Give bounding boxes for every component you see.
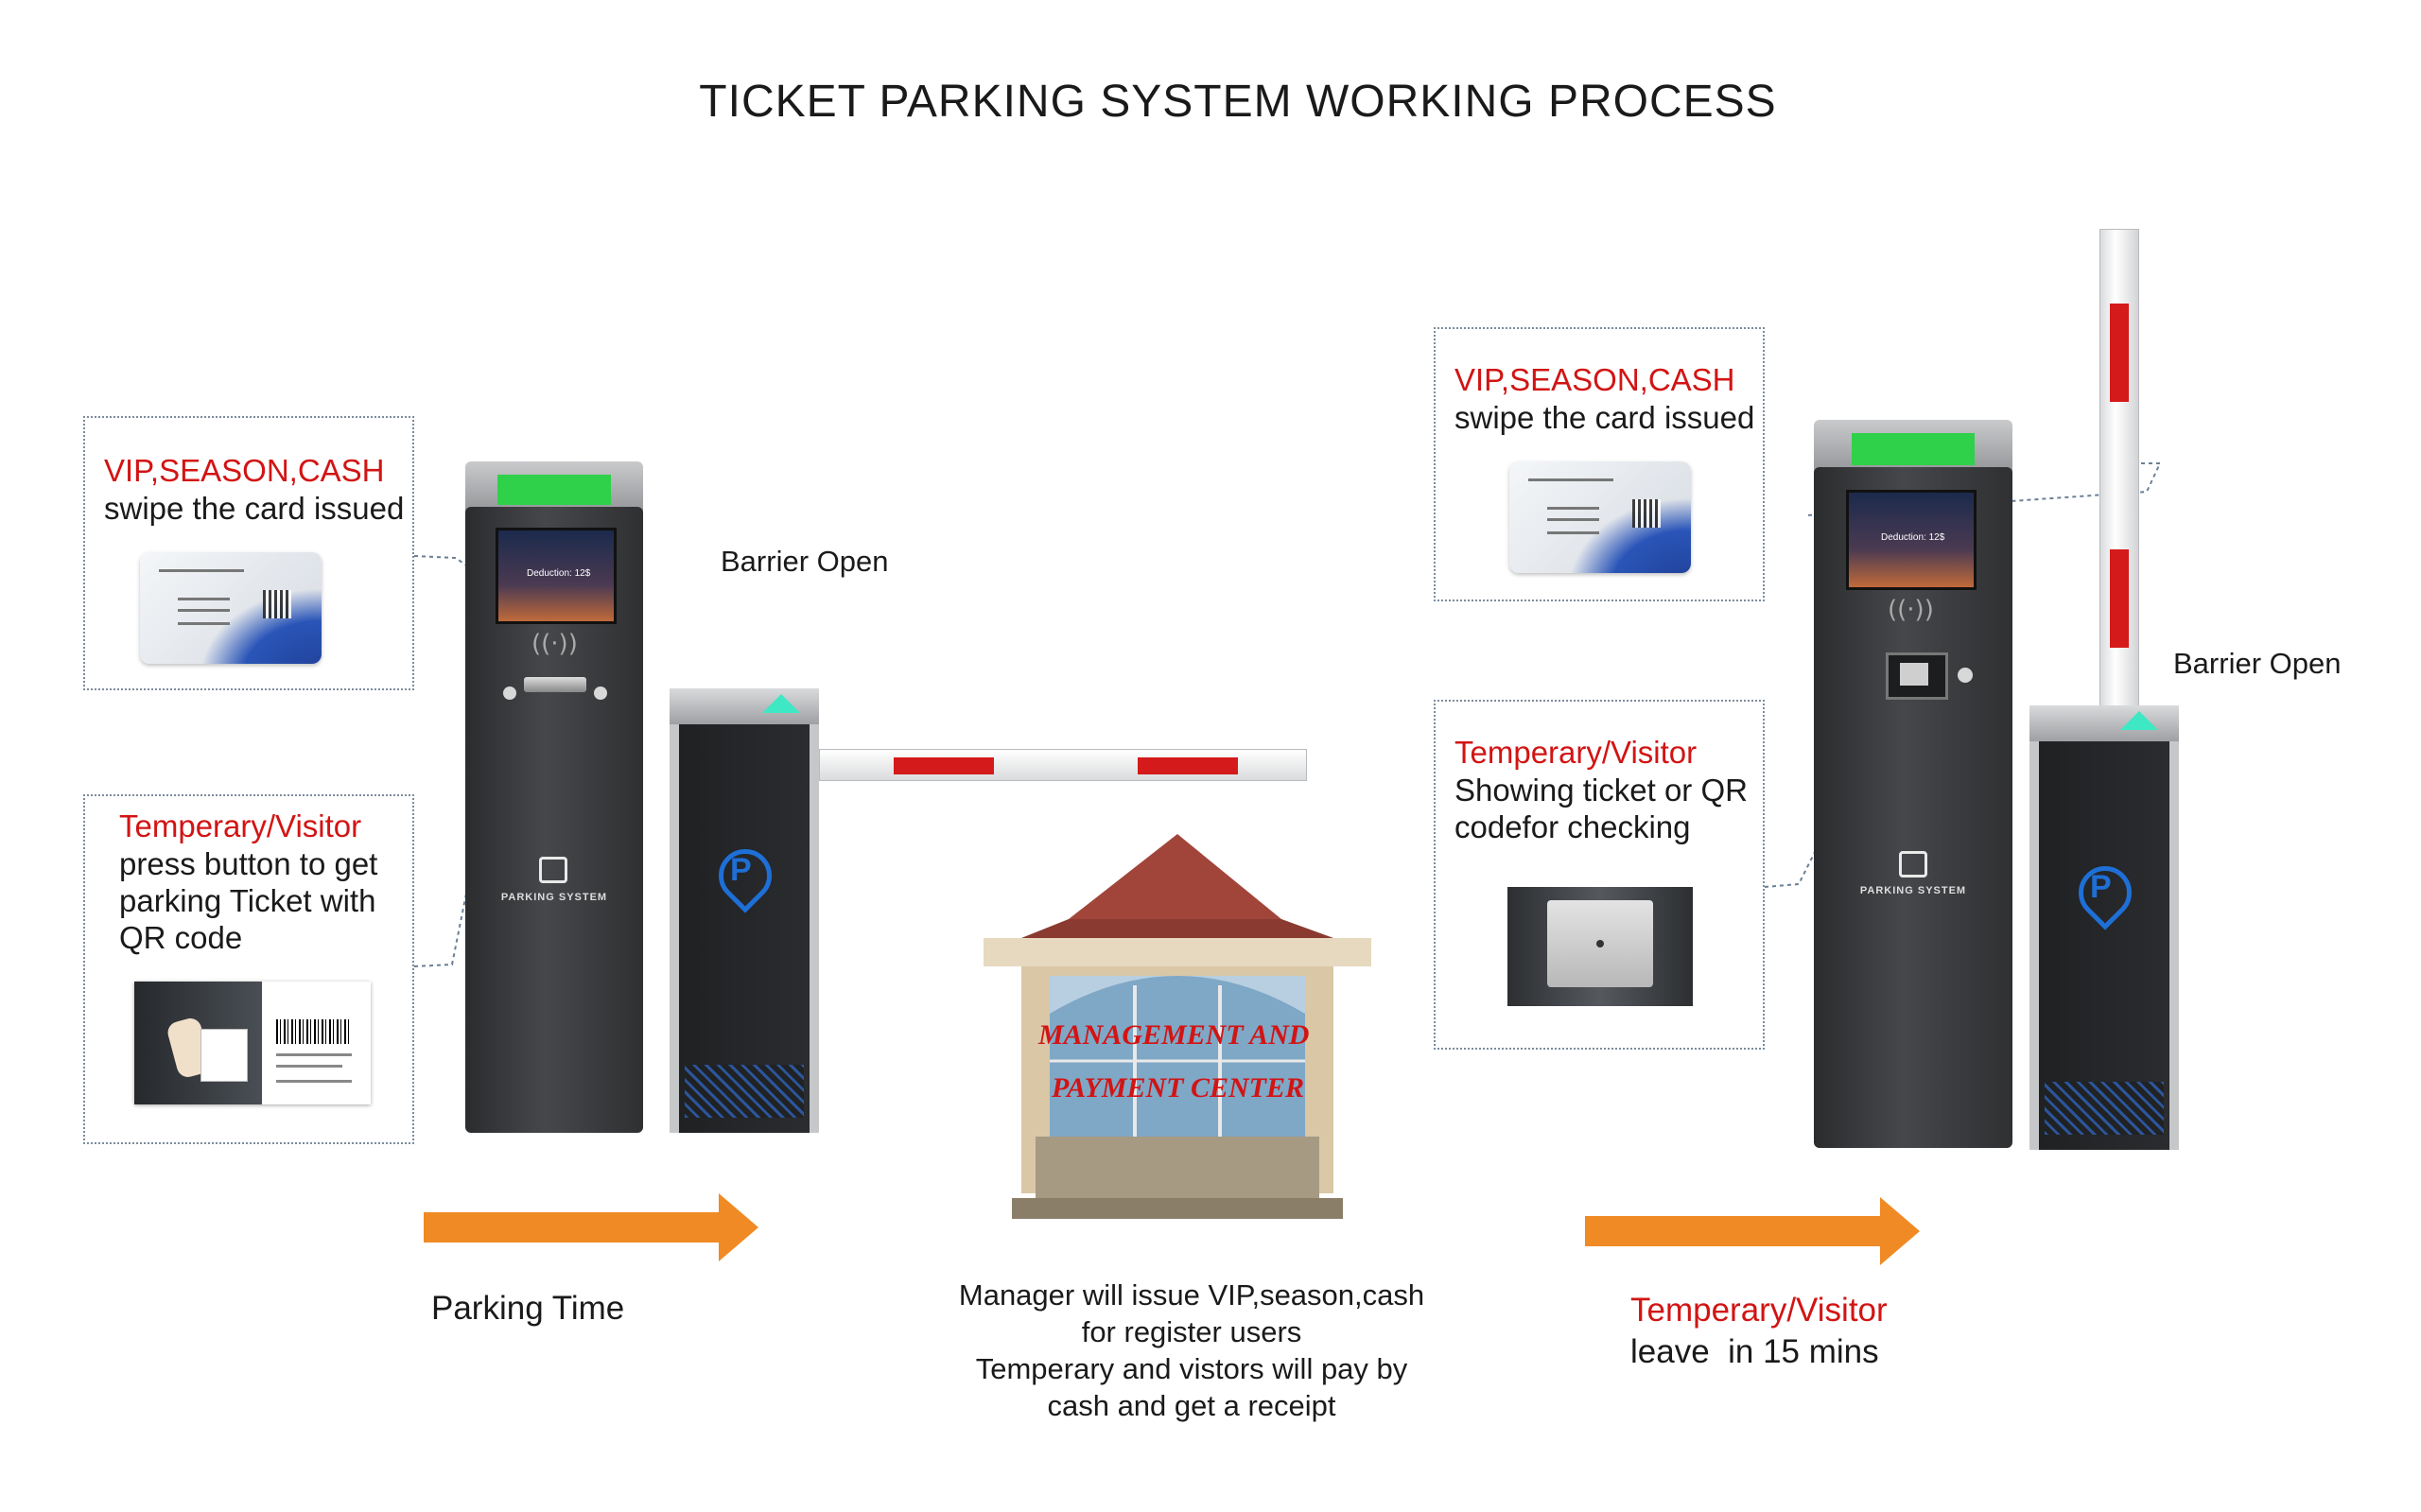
entry-visitor-heading: Temperary/Visitor (119, 808, 362, 843)
booth-sign-line-1: MANAGEMENT AND (1038, 1019, 1310, 1051)
ticket-photo (134, 982, 371, 1104)
exit-barrier-label: Barrier Open (2173, 647, 2342, 680)
exit-card-text: swipe the card issued (1454, 400, 1755, 435)
exit-kiosk-brand: PARKING SYSTEM (1859, 885, 1967, 896)
entry-visitor-panel: Temperary/Visitor press button to get pa… (83, 794, 414, 1144)
exit-visitor-heading: Temperary/Visitor (1454, 735, 1698, 770)
entry-gate-up-arrow (762, 694, 800, 713)
exit-ticket-kiosk: Deduction: 12$ ((·)) PARKING SYSTEM (1814, 420, 2012, 1148)
exit-arrow (1585, 1197, 1920, 1265)
exit-visitor-panel: Temperary/Visitor Showing ticket or QR c… (1434, 700, 1765, 1050)
entry-visitor-line-2: parking Ticket with (119, 883, 376, 918)
exit-gate-up-arrow (2120, 711, 2158, 730)
exit-led-display (1852, 433, 1975, 465)
entry-ticket-slot[interactable] (524, 677, 586, 692)
center-line-3: Temperary and vistors will pay by (975, 1352, 1408, 1385)
entry-card-panel: VIP,SEASON,CASH swipe the card issued (83, 416, 414, 690)
exit-arrow-text: leave in 15 mins (1630, 1333, 1879, 1370)
exit-visitor-line-2: codefor checking (1454, 809, 1691, 844)
entry-visitor-line-1: press button to get (119, 846, 378, 881)
center-line-1: Manager will issue VIP,season,cash (958, 1278, 1425, 1312)
booth-sign-line-2: PAYMENT CENTER (1052, 1072, 1304, 1104)
exit-card-heading: VIP,SEASON,CASH (1454, 362, 1735, 397)
entry-kiosk-screen: Deduction: 12$ (496, 528, 617, 624)
center-line-4: cash and get a receipt (1047, 1389, 1336, 1422)
center-line-2: for register users (1081, 1315, 1302, 1348)
parking-logo-icon (539, 857, 567, 883)
entry-arrow-label: Parking Time (431, 1290, 625, 1327)
exit-barrier-gate: P (2029, 705, 2179, 1150)
exit-card-panel: VIP,SEASON,CASH swipe the card issued (1434, 327, 1765, 601)
entry-led-display (497, 475, 611, 505)
exit-kiosk-screen: Deduction: 12$ (1846, 490, 1977, 590)
entry-card-text: swipe the card issued (104, 491, 405, 526)
entry-ticket-button-left[interactable] (503, 686, 516, 700)
exit-visitor-line-1: Showing ticket or QR (1454, 773, 1748, 808)
entry-barrier-label: Barrier Open (721, 545, 889, 578)
entry-ticket-button-right[interactable] (594, 686, 607, 700)
exit-rfid-icon: ((·)) (1888, 596, 1934, 624)
exit-kiosk-button[interactable] (1958, 668, 1973, 683)
entry-ticket-kiosk: Deduction: 12$ ((·)) PARKING SYSTEM (465, 461, 643, 1133)
exit-boom-arm (2099, 229, 2139, 709)
entry-rfid-icon: ((·)) (531, 630, 578, 658)
center-description: Manager will issue VIP,season,cash for r… (908, 1277, 1475, 1424)
entry-boom-arm (819, 749, 1307, 781)
exit-parking-logo-icon (1899, 851, 1927, 878)
exit-screen-text: Deduction: 12$ (1881, 532, 1945, 543)
rfid-card-image (140, 552, 322, 664)
exit-rfid-card-image (1509, 461, 1691, 573)
entry-card-heading: VIP,SEASON,CASH (104, 453, 385, 488)
qr-scanner-image (1507, 887, 1693, 1006)
exit-arrow-heading: Temperary/Visitor (1630, 1292, 1888, 1329)
entry-visitor-line-3: QR code (119, 920, 243, 955)
payment-booth: MANAGEMENT AND PAYMENT CENTER (984, 825, 1371, 1241)
entry-barrier-gate: P (670, 688, 819, 1133)
exit-qr-scanner[interactable] (1886, 652, 1948, 700)
page-title: TICKET PARKING SYSTEM WORKING PROCESS (699, 77, 1777, 127)
entry-kiosk-brand: PARKING SYSTEM (500, 892, 608, 903)
entry-screen-text: Deduction: 12$ (527, 568, 591, 579)
entry-arrow (424, 1193, 758, 1261)
